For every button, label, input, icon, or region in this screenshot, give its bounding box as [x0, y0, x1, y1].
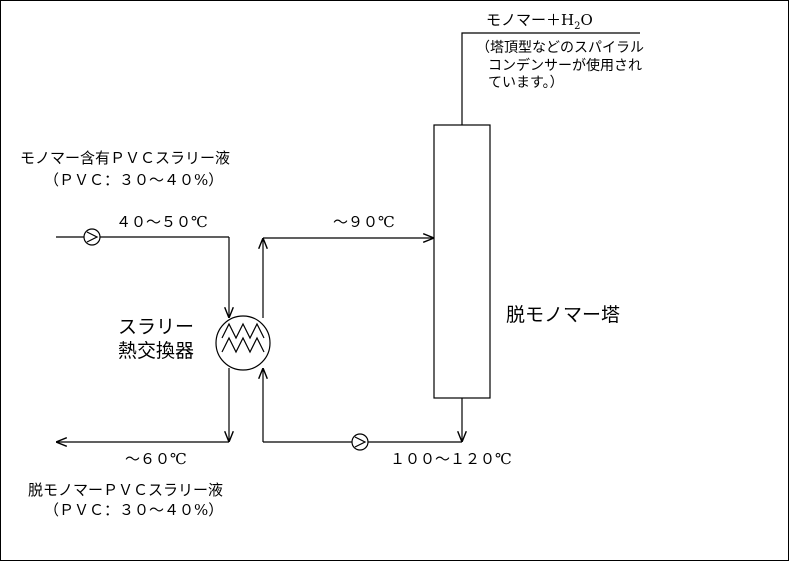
column-inlet-temperature: ～９０℃ — [333, 213, 395, 231]
column-label: 脱モノマー塔 — [506, 304, 621, 326]
feed-label-line2: （ＰＶＣ：３０～４０%） — [44, 171, 224, 189]
product-label-line2: （ＰＶＣ：３０～４０%） — [44, 501, 224, 519]
condenser-note-line3: ています。） — [488, 75, 564, 91]
pump-icon-bottom-symbol — [354, 436, 367, 448]
heat-exchanger-coil — [221, 322, 265, 340]
product-label-line1: 脱モノマーＰＶＣスラリー液 — [28, 481, 224, 499]
outlet-temperature: ～６０℃ — [125, 450, 187, 468]
condenser-note-line2: コンデンサーが使用され — [488, 57, 642, 74]
feed-label-line1: モノマー含有ＰＶＣスラリー液 — [20, 149, 231, 167]
condenser-note: （塔頂型などのスパイラル コンデンサーが使用され ています。） — [476, 40, 644, 93]
hx-label-line2: 熱交換器 — [118, 340, 195, 362]
pump-icon-symbol — [86, 231, 99, 243]
condenser-note-line1: （塔頂型などのスパイラル — [476, 40, 644, 56]
feed-temperature: ４０～５０℃ — [116, 213, 208, 231]
overhead-label: モノマー＋H2O — [486, 11, 593, 32]
hx-label-line1: スラリー — [118, 316, 195, 338]
heat-exchanger-coil-lower — [221, 336, 265, 354]
bottom-temperature: １００～１２０℃ — [390, 450, 512, 468]
overhead-line — [461, 32, 640, 125]
heat-exchanger-icon[interactable] — [215, 315, 271, 371]
column-vessel — [433, 124, 491, 399]
